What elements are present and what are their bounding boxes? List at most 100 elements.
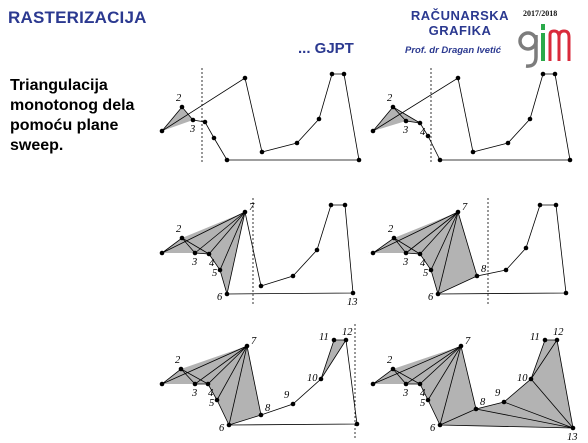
vertex-label-6: 6 <box>430 423 436 434</box>
vertex-label-13: 13 <box>567 432 578 440</box>
diagonal-edge <box>437 275 478 295</box>
vertex-point <box>403 250 409 256</box>
diagonal-edge <box>180 368 209 385</box>
diagonal-edge <box>194 211 246 254</box>
polygon-outline <box>161 204 354 295</box>
diagonal-edge <box>419 345 462 385</box>
vertex-label-7: 7 <box>462 202 468 213</box>
diagonal-edge <box>427 345 462 401</box>
vertex-point <box>554 337 560 343</box>
vertex-label-2: 2 <box>176 224 182 235</box>
vertex-point <box>211 135 217 141</box>
vertex-point <box>316 116 322 122</box>
vertex-point <box>542 337 548 343</box>
vertex-point <box>425 397 431 403</box>
vertex-point <box>202 119 208 125</box>
shaded-triangle <box>440 346 476 425</box>
description-line-4: sweep. <box>10 137 64 154</box>
vertex-point <box>527 116 533 122</box>
vertex-point <box>455 75 461 81</box>
vertex-point <box>428 267 434 273</box>
vertex-point <box>437 157 443 163</box>
vertex-point <box>294 140 300 146</box>
vertex-point <box>473 406 479 412</box>
diagonal-edge <box>405 345 462 385</box>
diagonal-edge <box>219 211 246 271</box>
diagonal-edge <box>439 345 462 426</box>
vertex-point <box>258 283 264 289</box>
vertex-point <box>403 118 409 124</box>
polygon-outline <box>372 73 571 161</box>
triangulation-panel-4: 12345678 <box>368 198 569 304</box>
vertex-label-5: 5 <box>212 268 217 279</box>
vertex-point <box>258 412 264 418</box>
vertex-label-12: 12 <box>553 327 564 338</box>
vertex-point <box>226 422 232 428</box>
vertex-point <box>314 247 320 253</box>
vertex-label-2: 2 <box>387 93 393 104</box>
triangulation-panel-1: 123 <box>157 68 362 164</box>
logo-m <box>548 29 571 61</box>
vertex-label-11: 11 <box>530 332 540 343</box>
diagonal-edge <box>503 401 574 429</box>
vertex-point <box>354 421 360 427</box>
diagonal-edge <box>208 211 246 255</box>
vertex-point <box>179 235 185 241</box>
vertex-point <box>350 290 356 296</box>
vertex-point <box>552 71 558 77</box>
diagonal-edge <box>475 408 574 429</box>
diagonal-edge <box>419 211 459 255</box>
vertices <box>370 71 573 163</box>
diagonal-edge <box>392 106 421 124</box>
vertex-point <box>553 202 559 208</box>
vertices <box>159 202 356 297</box>
diagonal-edge <box>228 414 262 426</box>
shaded-triangle <box>220 212 245 294</box>
vertex-point <box>370 250 376 256</box>
vertex-label-2: 2 <box>176 93 182 104</box>
vertex-point <box>329 71 335 77</box>
vertex-point <box>390 366 396 372</box>
polygon-outline <box>372 339 574 429</box>
vertices <box>370 202 569 297</box>
vertex-point <box>505 140 511 146</box>
vertex-point <box>159 128 165 134</box>
shaded-triangle <box>208 346 247 400</box>
vertex-point <box>244 343 250 349</box>
vertex-label-12: 12 <box>342 327 353 338</box>
vertex-point <box>370 381 376 387</box>
triangulation-panel-5: 123456789101112 <box>157 324 360 438</box>
vertex-label-5: 5 <box>420 398 425 409</box>
shaded-triangle <box>393 346 461 384</box>
shaded-triangle <box>420 212 458 270</box>
vertex-point <box>425 133 431 139</box>
vertex-point <box>343 337 349 343</box>
vertex-point <box>391 235 397 241</box>
diagonal-edge <box>207 345 248 385</box>
vertex-label-3: 3 <box>191 388 197 399</box>
vertex-label-3: 3 <box>402 125 408 136</box>
vertex-label-4: 4 <box>420 127 426 138</box>
vertex-point <box>179 104 185 110</box>
vertex-label-10: 10 <box>307 373 318 384</box>
vertex-label-8: 8 <box>481 264 487 275</box>
vertex-label-5: 5 <box>209 398 214 409</box>
vertex-label-4: 4 <box>209 258 215 269</box>
vertex-point <box>503 267 509 273</box>
description-line-2: monotonog dela <box>10 97 135 114</box>
vertex-point <box>458 343 464 349</box>
vertex-point <box>342 202 348 208</box>
diagonal-edge <box>530 339 558 380</box>
vertex-point <box>455 209 461 215</box>
logo-g <box>518 31 538 68</box>
vertex-point <box>435 291 441 297</box>
vertex-label-7: 7 <box>251 336 257 347</box>
vertex-label-2: 2 <box>387 355 393 366</box>
vertex-point <box>178 366 184 372</box>
diagonal-edge <box>439 408 477 426</box>
shaded-triangle <box>162 107 193 131</box>
diagonal-edge <box>437 211 459 295</box>
vertex-point <box>192 250 198 256</box>
academic-year: 2017/2018 <box>523 9 558 18</box>
vertex-label-1: 1 <box>368 123 369 134</box>
